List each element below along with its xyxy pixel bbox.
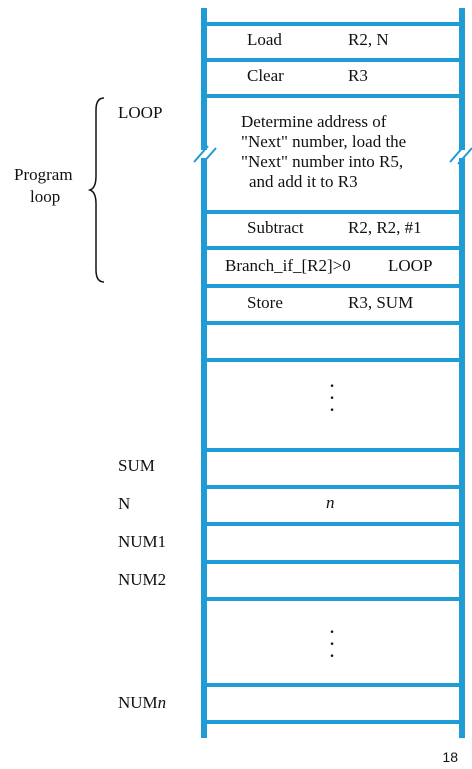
num1-label: NUM1 (118, 532, 167, 551)
memory-row-divider (205, 58, 461, 62)
memory-row-divider (205, 560, 461, 564)
instruction-clear-op: Clear (247, 66, 284, 85)
ellipsis-dots: ··· (328, 619, 336, 668)
right-break-mark (449, 145, 472, 165)
memory-row-divider (205, 683, 461, 687)
memory-right-rail (459, 8, 465, 738)
instruction-subtract-op: Subtract (247, 218, 304, 237)
memory-row-divider (205, 22, 461, 26)
program-loop-label-line-1: Program (14, 165, 73, 184)
ellipsis-dots: ··· (328, 373, 336, 422)
memory-row-divider (205, 210, 461, 214)
instruction-load-arg: R2, N (348, 30, 389, 49)
loop-body-line-1: Determine address of (241, 112, 387, 131)
instruction-subtract-arg: R2, R2, #1 (348, 218, 422, 237)
left-break-mark (193, 145, 217, 165)
n-cell-value: n (326, 493, 335, 512)
memory-row-divider (205, 485, 461, 489)
memory-row-divider (205, 720, 461, 724)
memory-left-rail (201, 8, 207, 738)
numn-label-base: NUM (118, 693, 158, 712)
memory-row-divider (205, 522, 461, 526)
memory-row-divider (205, 284, 461, 288)
instruction-branch-arg: LOOP (388, 256, 433, 275)
memory-row-divider (205, 597, 461, 601)
num2-label: NUM2 (118, 570, 167, 589)
memory-row-divider (205, 321, 461, 325)
instruction-store-arg: R3, SUM (348, 293, 414, 312)
memory-row-divider (205, 448, 461, 452)
n-label: N (118, 494, 131, 513)
memory-row-divider (205, 246, 461, 250)
instruction-clear-arg: R3 (348, 66, 368, 85)
memory-row-divider (205, 94, 461, 98)
loop-label: LOOP (118, 103, 163, 122)
instruction-store-op: Store (247, 293, 283, 312)
loop-body-line-3: "Next" number into R5, (241, 152, 404, 171)
instruction-load-op: Load (247, 30, 282, 49)
instruction-branch-op: Branch_if_[R2]>0 (225, 256, 351, 275)
memory-row-divider (205, 358, 461, 362)
loop-body-line-4: and add it to R3 (249, 172, 358, 191)
loop-body-line-2: "Next" number, load the (241, 132, 407, 151)
numn-label-subscript: n (157, 693, 167, 712)
page-number: 18 (442, 749, 458, 765)
numn-label: NUMn (118, 693, 166, 713)
program-loop-label-line-2: loop (30, 187, 61, 206)
sum-label: SUM (118, 456, 155, 475)
program-loop-brace (88, 97, 105, 283)
